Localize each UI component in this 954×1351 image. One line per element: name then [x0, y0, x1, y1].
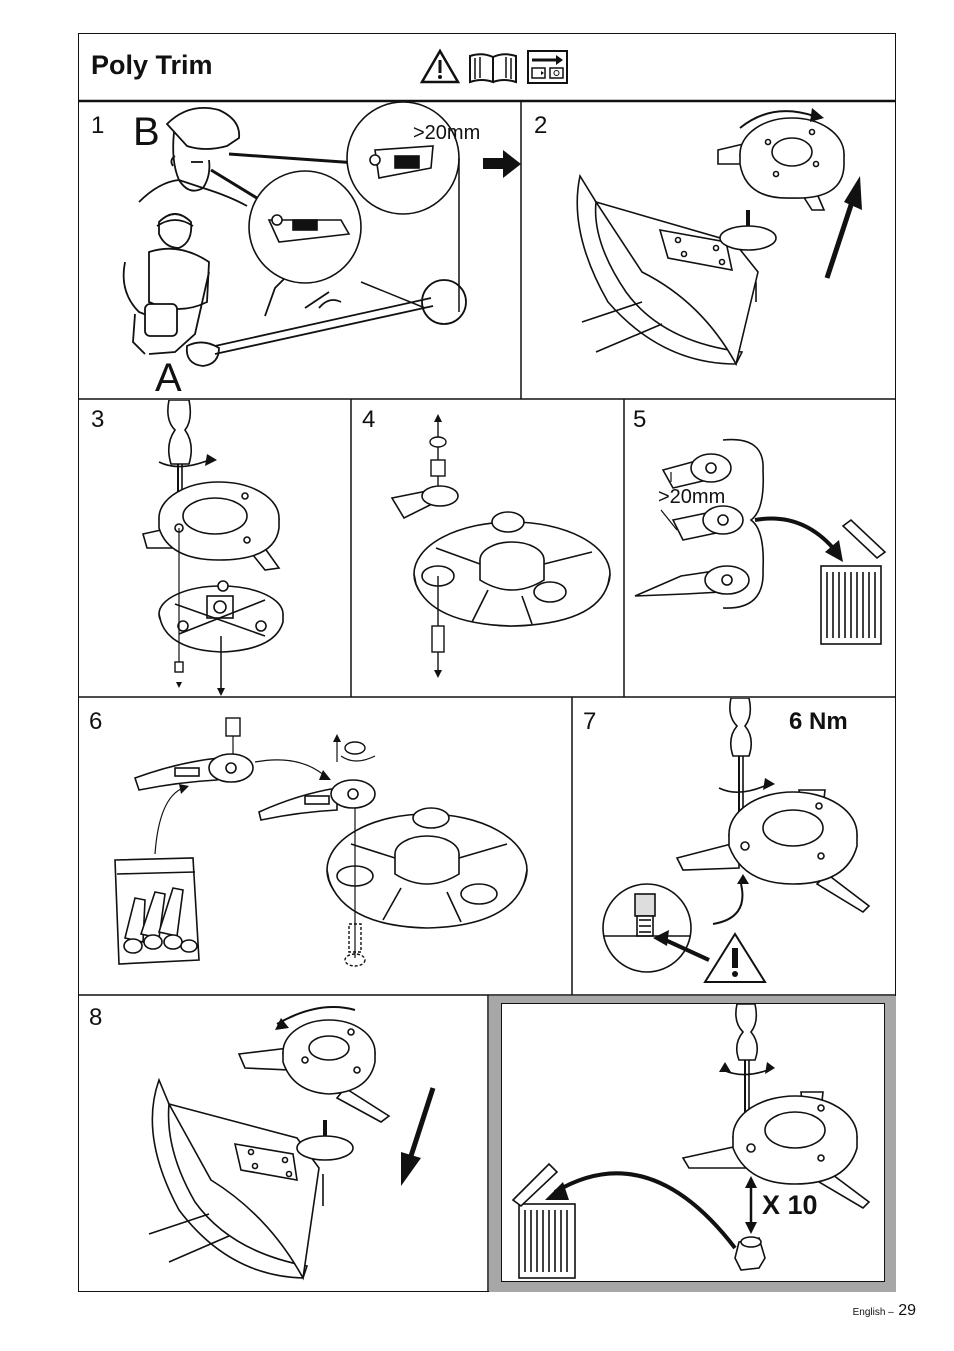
trimmer-head-illustration — [141, 481, 281, 571]
nut-icon — [734, 1236, 766, 1271]
bolt-icon — [431, 625, 445, 653]
down-arrowhead — [434, 670, 442, 678]
transfer-arrow — [154, 787, 184, 855]
panel-number: 4 — [362, 406, 376, 433]
blade-illustration — [133, 753, 376, 821]
rotation-arrow — [276, 1006, 356, 1025]
rotation-arrowhead — [810, 108, 824, 122]
magnifier-detail — [248, 102, 460, 284]
panel-number: 6 — [89, 708, 103, 735]
detail-arrowhead — [653, 930, 669, 946]
label-b: B — [133, 110, 160, 154]
panel-9: X 10 — [489, 996, 896, 1292]
washer-icon — [344, 741, 366, 755]
panel-number: 8 — [89, 1004, 103, 1031]
header-icons — [420, 48, 568, 84]
open-book-icon — [469, 53, 517, 84]
double-arrow — [745, 1176, 757, 1234]
direction-arrow — [483, 150, 521, 178]
bolt-dashed-illustration — [344, 923, 366, 967]
footer-language: English – — [852, 1307, 894, 1318]
panel-8: 8 — [79, 996, 488, 1292]
discard-arrowhead — [545, 1182, 569, 1200]
rotation-arrowhead — [765, 1062, 775, 1074]
rotation-arrow — [739, 110, 815, 129]
page-frame — [78, 33, 896, 1292]
down-arrowhead — [176, 682, 182, 688]
transfer-arrow — [254, 759, 326, 777]
rotation-arrow — [718, 783, 770, 793]
page-footer: English – 29 — [853, 1302, 916, 1320]
panel-number: 5 — [633, 406, 647, 433]
trimmer-head-illustration — [717, 117, 845, 211]
trimmer-head-illustration — [237, 1019, 391, 1123]
up-arrowhead — [333, 734, 341, 742]
rotation-arrowhead — [719, 1062, 731, 1072]
nut-icon — [174, 661, 184, 673]
page-number: 29 — [898, 1302, 916, 1319]
page-title: Poly Trim — [91, 50, 213, 80]
rotation-arrow — [340, 755, 376, 762]
washer-icon — [429, 436, 447, 448]
direction-arrow — [401, 1087, 436, 1186]
trimmer-head-illustration — [681, 1091, 871, 1210]
waste-bin-icon — [511, 1162, 576, 1279]
discard-arrow — [754, 516, 835, 550]
panel-6: 6 — [79, 698, 572, 995]
group-brace — [722, 438, 765, 609]
panel-number: 2 — [534, 112, 548, 139]
rotation-arrowhead — [275, 1018, 289, 1030]
guard-illustration — [148, 1077, 354, 1281]
panel-4: 4 — [352, 400, 624, 697]
warning-triangle-icon — [420, 48, 461, 84]
discard-arrow — [553, 1171, 737, 1250]
up-arrowhead — [434, 414, 442, 422]
label-a: A — [155, 356, 182, 400]
panel-number: 1 — [91, 112, 105, 139]
repeat-count-label: X 10 — [762, 1190, 818, 1220]
trimmer-shaft-illustration — [214, 277, 467, 355]
panel-number: 7 — [583, 708, 597, 735]
panel-5: 5 >20mm — [625, 400, 896, 697]
torque-label: 6 Nm — [789, 708, 848, 735]
panel-number: 3 — [91, 406, 105, 433]
guard-illustration — [576, 173, 777, 367]
rotation-arrowhead — [205, 454, 217, 466]
blade-bag-illustration — [114, 857, 200, 965]
blade-illustration — [390, 485, 459, 520]
detail-arrowhead — [737, 874, 749, 884]
detail-arrow — [712, 883, 744, 925]
measure-label: >20mm — [658, 486, 726, 508]
blade-illustration — [634, 453, 750, 597]
trimmer-head-illustration — [675, 789, 871, 914]
measure-label: >20mm — [413, 122, 481, 144]
transfer-arrowhead — [179, 784, 189, 794]
panel-2: 2 — [522, 102, 896, 399]
panel-3: 3 — [79, 400, 351, 697]
rotation-arrowhead — [763, 778, 775, 790]
arrow-panel-icon — [527, 50, 568, 84]
panel-1: 1 B A >20mm — [79, 102, 521, 400]
crouching-operator-illustration — [122, 213, 220, 367]
operator-head-illustration — [138, 106, 248, 207]
spool-illustration — [413, 511, 611, 627]
detail-arrow — [660, 936, 710, 962]
discard-arrowhead — [825, 540, 843, 562]
magnifier-detail — [602, 883, 692, 973]
down-arrowhead — [217, 688, 225, 696]
transfer-arrowhead — [319, 770, 331, 780]
connector-line — [360, 281, 426, 309]
rotation-arrow — [158, 459, 210, 468]
warning-triangle-icon — [703, 932, 767, 983]
measure-line — [660, 509, 678, 531]
direction-arrow — [824, 176, 862, 279]
spool-illustration — [326, 807, 528, 929]
panel-7: 7 6 Nm — [573, 698, 896, 995]
waste-bin-icon — [820, 518, 887, 645]
nut-icon — [225, 717, 241, 737]
nut-icon — [430, 459, 446, 477]
